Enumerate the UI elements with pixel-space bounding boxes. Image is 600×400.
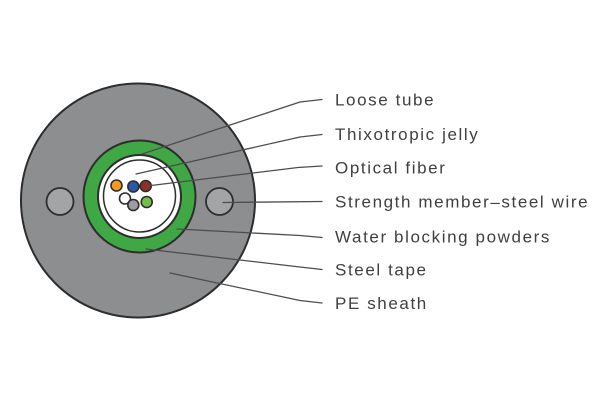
fiber-dot-dark-red	[139, 179, 152, 193]
leader-line-loose-tube	[141, 98, 323, 155]
fiber-dot-gray	[127, 198, 140, 212]
label-pe-sheath: PE sheath	[335, 294, 428, 313]
fiber-dot-orange	[110, 179, 123, 192]
label-water-blocking: Water blocking powders	[335, 228, 551, 247]
fiber-dot-white	[118, 192, 132, 205]
strength-member-wire-left	[45, 187, 75, 216]
leader-line-optical-fiber	[150, 165, 323, 187]
leader-line-water-blocking	[176, 228, 323, 239]
loose-tube-circle	[102, 159, 177, 233]
label-optical-fiber: Optical fiber	[335, 159, 447, 178]
label-thixotropic-jelly: Thixotropic jelly	[335, 125, 479, 144]
strength-member-wire-right	[205, 187, 234, 216]
fiber-dot-green	[140, 195, 153, 209]
label-loose-tube: Loose tube	[335, 91, 435, 110]
leader-line-steel-tape	[145, 248, 323, 271]
label-strength-member: Strength member–steel wire	[335, 193, 589, 212]
fiber-dot-blue	[127, 180, 140, 193]
leader-line-thixotropic-jelly	[135, 133, 323, 175]
leader-line-pe-sheath	[169, 272, 323, 304]
leader-line-strength-member	[222, 200, 323, 204]
label-steel-tape: Steel tape	[335, 261, 428, 280]
